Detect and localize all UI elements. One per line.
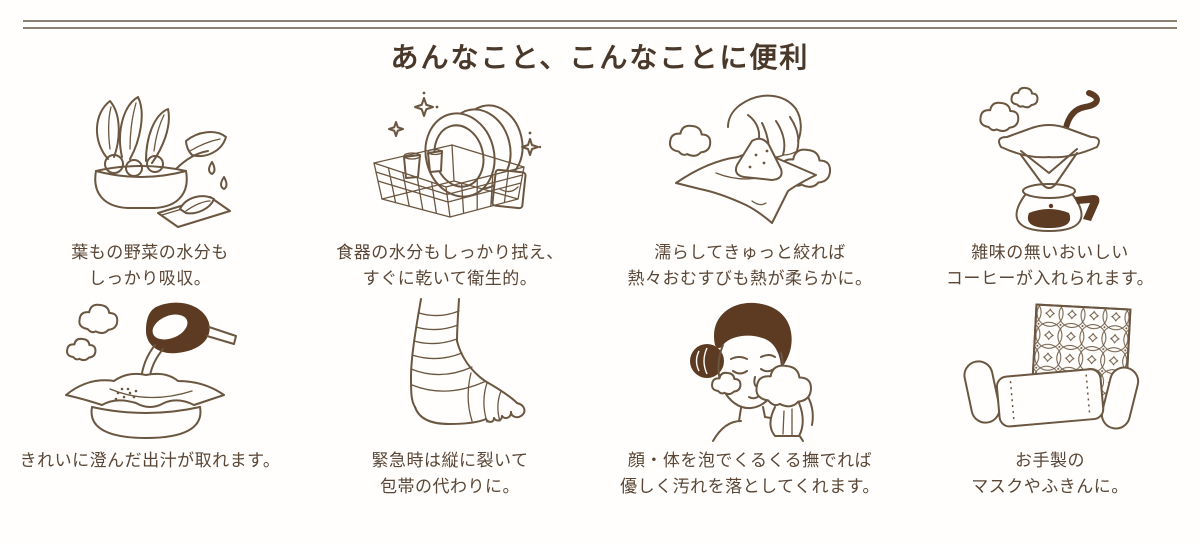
benefit-item-bandage: 緊急時は縦に裂いて 包帯の代わりに。 bbox=[300, 292, 600, 501]
caption-line: 顔・体を泡でくるくる撫でれば bbox=[627, 451, 873, 471]
onigiri-wrap-illustration bbox=[600, 84, 900, 236]
mask-and-cloth-icon bbox=[963, 303, 1140, 430]
caption-line: 熱々おむすびも熱が柔らかに。 bbox=[627, 269, 873, 290]
coffee-drip-illustration bbox=[900, 84, 1200, 236]
vegetable-bowl-icon bbox=[93, 96, 231, 228]
caption-line: 葉もの野菜の水分も bbox=[71, 243, 229, 263]
benefit-item-dashi: きれいに澄んだ出汁が取れます。 bbox=[0, 292, 300, 501]
caption-handmade: お手製の マスクやふきんに。 bbox=[971, 448, 1129, 501]
caption-line: 濡らしてきゅっと絞れば bbox=[654, 243, 846, 263]
caption-line: コーヒーが入れられます。 bbox=[945, 269, 1155, 290]
bandaged-foot-icon bbox=[410, 298, 526, 425]
caption-vegetables: 葉もの野菜の水分も しっかり吸収。 bbox=[71, 240, 229, 293]
caption-line: 緊急時は縦に裂いて bbox=[371, 451, 529, 471]
dish-basket-illustration bbox=[300, 84, 600, 236]
dashi-strain-illustration bbox=[0, 292, 300, 444]
bandaged-foot-illustration bbox=[300, 292, 600, 444]
caption-line: お手製の bbox=[1015, 451, 1085, 471]
dashi-strain-icon bbox=[64, 302, 237, 439]
onigiri-wrap-icon bbox=[668, 94, 832, 224]
caption-line: しっかり吸収。 bbox=[88, 269, 212, 290]
face-washing-illustration bbox=[600, 292, 900, 444]
benefit-item-dishes: 食器の水分もしっかり拭え、 すぐに乾いて衛生的。 bbox=[300, 84, 600, 293]
benefit-item-onigiri: 濡らしてきゅっと絞れば 熱々おむすびも熱が柔らかに。 bbox=[600, 84, 900, 293]
caption-line: 雑味の無いおいしい bbox=[971, 243, 1129, 263]
caption-dishes: 食器の水分もしっかり拭え、 すぐに乾いて衛生的。 bbox=[336, 240, 564, 293]
benefit-item-coffee: 雑味の無いおいしい コーヒーが入れられます。 bbox=[900, 84, 1200, 293]
caption-bandage: 緊急時は縦に裂いて 包帯の代わりに。 bbox=[372, 448, 529, 501]
benefits-row-2: きれいに澄んだ出汁が取れます。 bbox=[0, 292, 1200, 501]
caption-line: きれいに澄んだ出汁が取れます。 bbox=[19, 451, 281, 471]
caption-onigiri: 濡らしてきゅっと絞れば 熱々おむすびも熱が柔らかに。 bbox=[628, 240, 873, 293]
caption-coffee: 雑味の無いおいしい コーヒーが入れられます。 bbox=[946, 240, 1154, 293]
mask-and-cloth-illustration bbox=[900, 292, 1200, 444]
caption-face-wash: 顔・体を泡でくるくる撫でれば 優しく汚れを落としてくれます。 bbox=[620, 448, 880, 501]
dish-basket-icon bbox=[372, 91, 541, 218]
caption-line: 優しく汚れを落としてくれます。 bbox=[620, 477, 880, 498]
caption-line: すぐに乾いて衛生的。 bbox=[362, 269, 538, 290]
caption-line: マスクやふきんに。 bbox=[971, 477, 1129, 498]
caption-dashi: きれいに澄んだ出汁が取れます。 bbox=[20, 448, 281, 474]
benefit-item-vegetables: 葉もの野菜の水分も しっかり吸収。 bbox=[0, 84, 300, 293]
vegetable-bowl-illustration bbox=[0, 84, 300, 236]
benefit-item-face-wash: 顔・体を泡でくるくる撫でれば 優しく汚れを落としてくれます。 bbox=[600, 292, 900, 501]
face-washing-icon bbox=[690, 302, 814, 442]
caption-line: 包帯の代わりに。 bbox=[380, 477, 520, 498]
benefit-item-handmade: お手製の マスクやふきんに。 bbox=[900, 292, 1200, 501]
caption-line: 食器の水分もしっかり拭え、 bbox=[336, 243, 564, 263]
benefits-row-1: 葉もの野菜の水分も しっかり吸収。 bbox=[0, 84, 1200, 293]
double-rule-divider bbox=[23, 20, 1177, 29]
page-title: あんなこと、こんなことに便利 bbox=[390, 41, 810, 74]
coffee-drip-icon bbox=[979, 86, 1100, 232]
